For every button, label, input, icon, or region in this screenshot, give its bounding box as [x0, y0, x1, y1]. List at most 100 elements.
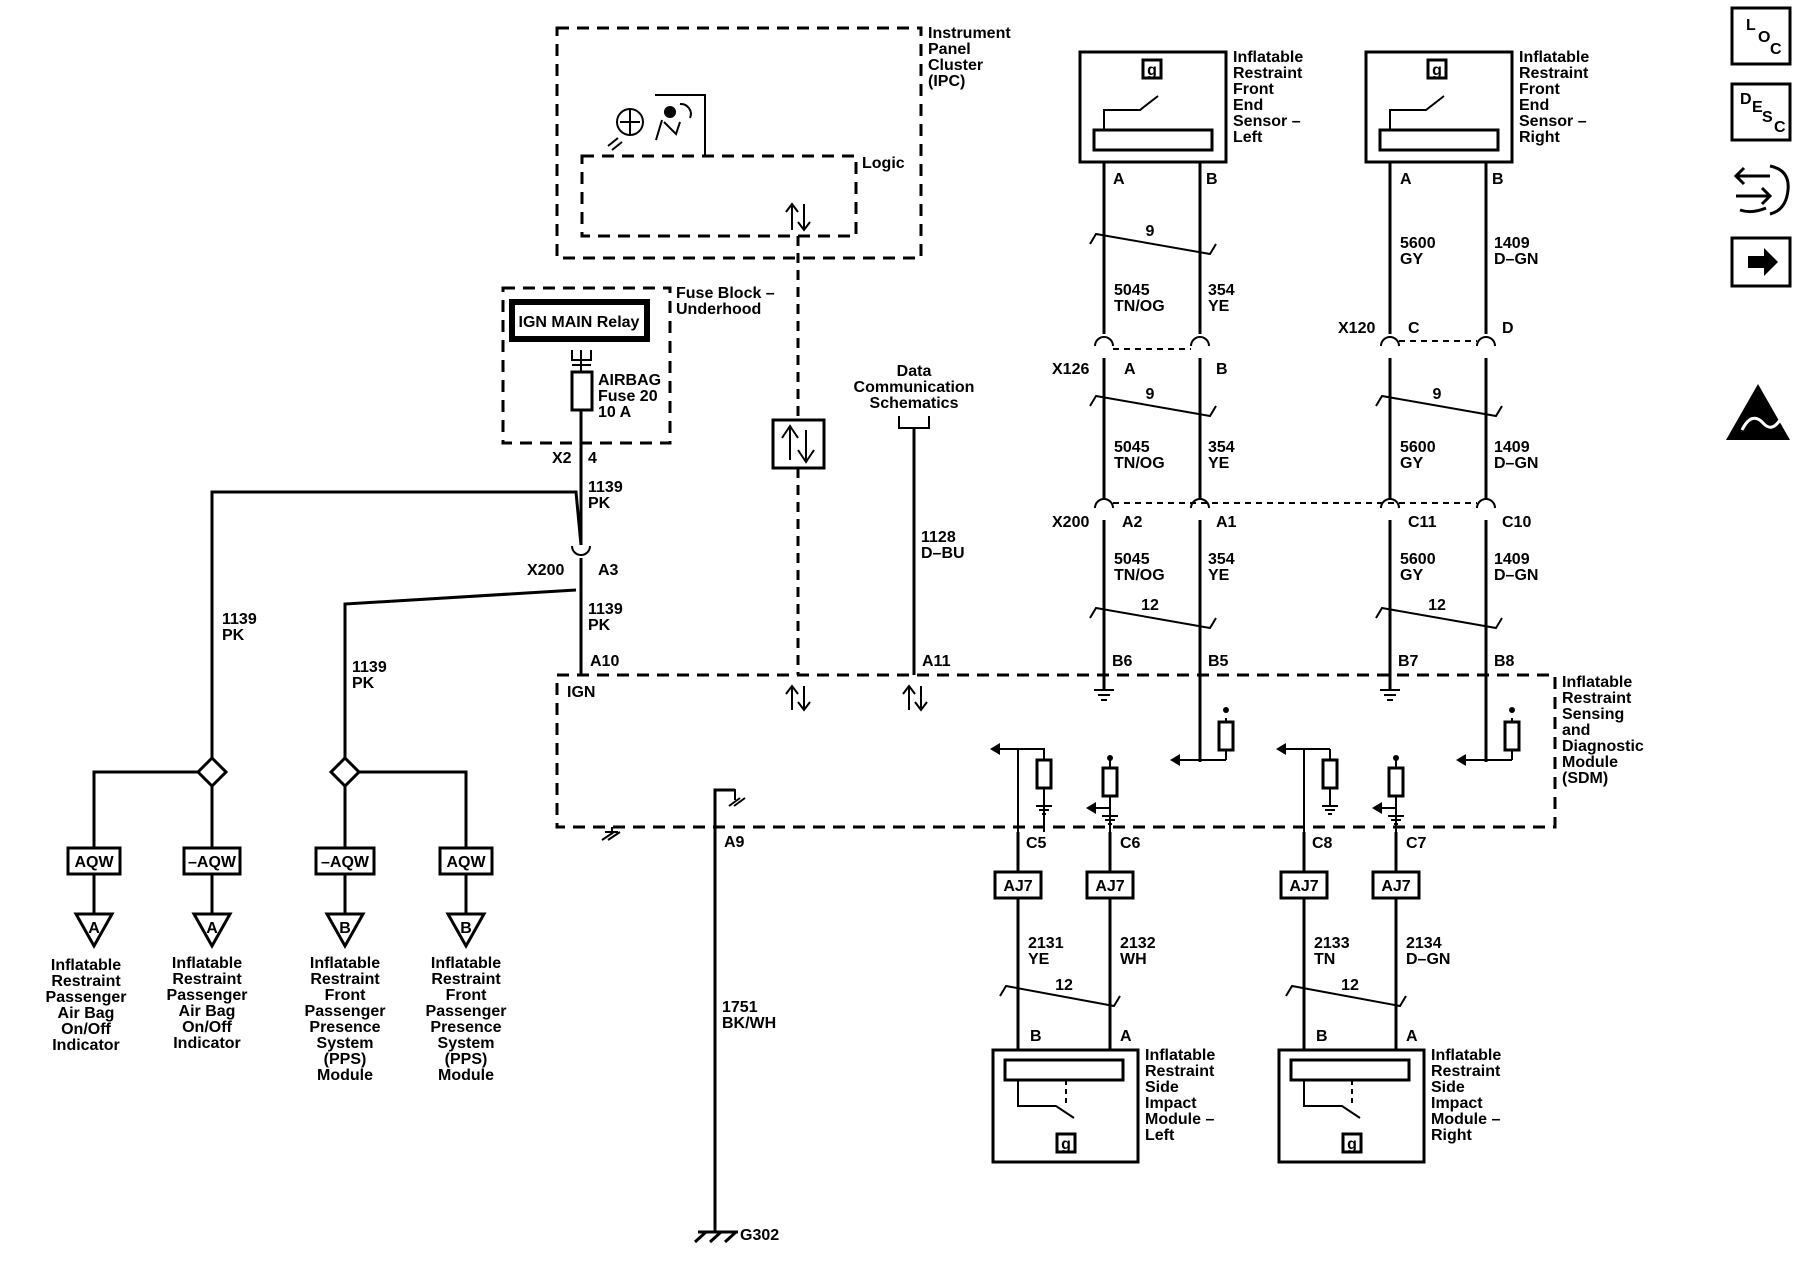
svg-text:C6: C6 — [1120, 835, 1141, 852]
svg-text:B7: B7 — [1398, 653, 1419, 670]
sdm-ground-icon — [601, 827, 621, 841]
svg-text:G302: G302 — [740, 1227, 779, 1244]
svg-text:B: B — [1216, 361, 1228, 378]
svg-text:A: A — [1124, 361, 1136, 378]
svg-text:–AQW: –AQW — [188, 854, 237, 871]
esd-warning-icon — [1726, 384, 1790, 440]
ground-b6-icon — [1094, 689, 1114, 701]
wire-1139-pk-left — [210, 490, 583, 765]
svg-text:B: B — [1316, 1028, 1328, 1045]
ground-b7-icon — [1380, 689, 1400, 701]
svg-text:Logic: Logic — [862, 155, 905, 172]
svg-text:A9: A9 — [724, 834, 745, 851]
svg-text:g: g — [1347, 1136, 1357, 1153]
svg-text:A: A — [1113, 171, 1125, 188]
svg-text:A10: A10 — [590, 653, 619, 670]
svg-text:9: 9 — [1146, 386, 1155, 403]
connector-end-view-icon[interactable] — [1733, 164, 1790, 216]
svg-text:AJ7: AJ7 — [1003, 878, 1032, 895]
data-arrows-icon — [785, 202, 811, 232]
svg-text:12: 12 — [1428, 597, 1446, 614]
serial-data-icon — [771, 418, 826, 470]
svg-text:X120: X120 — [1338, 320, 1375, 337]
aj7-option-c7 — [1371, 870, 1421, 900]
svg-text:AQW: AQW — [74, 854, 114, 871]
svg-text:A: A — [206, 920, 218, 937]
description-button[interactable]: D E S C — [1730, 82, 1792, 142]
svg-text:A: A — [1400, 171, 1412, 188]
aj7-option-c8 — [1279, 870, 1329, 900]
svg-text:IGN: IGN — [567, 684, 595, 701]
svg-text:C5: C5 — [1026, 835, 1047, 852]
airbag-fuse-icon — [570, 370, 594, 412]
svg-text:B8: B8 — [1494, 653, 1515, 670]
svg-text:B6: B6 — [1112, 653, 1133, 670]
svg-text:AQW: AQW — [446, 854, 486, 871]
svg-text:O: O — [1758, 29, 1770, 46]
svg-text:C: C — [1770, 41, 1782, 58]
svg-text:D: D — [1502, 320, 1514, 337]
svg-text:X200: X200 — [1052, 514, 1089, 531]
location-button[interactable]: L O C — [1730, 6, 1792, 66]
svg-text:A: A — [1406, 1028, 1418, 1045]
aj7-option-c5 — [993, 870, 1043, 900]
svg-text:C10: C10 — [1502, 514, 1531, 531]
svg-text:g: g — [1432, 62, 1442, 79]
svg-text:D: D — [1740, 91, 1752, 108]
svg-text:12: 12 — [1055, 977, 1073, 994]
sdm-internal-circuits — [990, 707, 1521, 832]
ign-main-relay — [509, 299, 650, 342]
airbag-person-icon — [655, 102, 692, 141]
svg-text:X126: X126 — [1052, 361, 1089, 378]
svg-text:g: g — [1147, 62, 1157, 79]
svg-text:A2: A2 — [1122, 514, 1143, 531]
svg-text:AJ7: AJ7 — [1289, 878, 1318, 895]
svg-text:B: B — [1206, 171, 1218, 188]
svg-text:L: L — [1746, 17, 1756, 34]
svg-text:12: 12 — [1141, 597, 1159, 614]
svg-text:12: 12 — [1341, 977, 1359, 994]
svg-text:AJ7: AJ7 — [1381, 878, 1410, 895]
ipc-logic — [580, 154, 858, 238]
svg-text:C8: C8 — [1312, 835, 1333, 852]
svg-text:A: A — [88, 920, 100, 937]
aj7-option-c6 — [1085, 870, 1135, 900]
next-page-button[interactable] — [1730, 236, 1792, 288]
svg-text:C: C — [1774, 119, 1786, 136]
wire-1139-pk-right — [343, 588, 577, 765]
svg-text:S: S — [1762, 109, 1773, 126]
svg-text:AJ7: AJ7 — [1095, 878, 1124, 895]
sdm-data-arrows-icon — [785, 684, 811, 712]
svg-text:C: C — [1408, 320, 1420, 337]
